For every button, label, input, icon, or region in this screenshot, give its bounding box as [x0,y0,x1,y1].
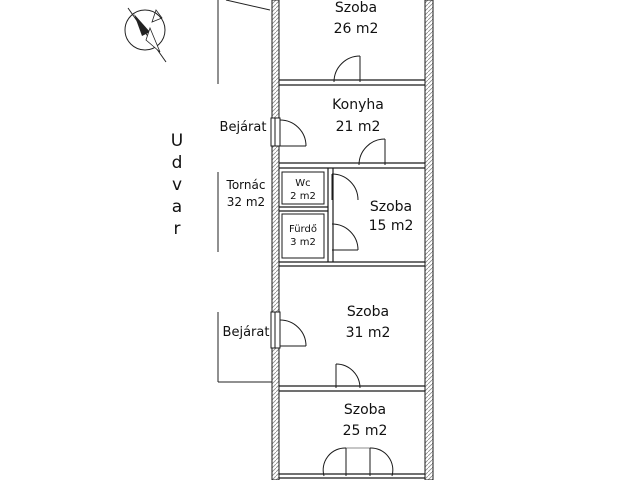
yard-letter: U [171,131,183,151]
room-labels: Szoba 26 m2 Konyha 21 m2 Szoba 15 m2 Szo… [226,0,414,439]
door-icon [331,223,359,251]
room-area: 25 m2 [343,423,388,439]
entrance-openings [270,117,281,349]
entrance-label: Bejárat [220,120,267,135]
yard-letter: v [172,175,182,195]
room-area: 3 m2 [290,237,316,248]
yard-boundary [217,0,272,383]
north-arrow-icon [124,7,167,63]
yard-letter: a [172,197,182,217]
room-area: 26 m2 [334,21,379,37]
interior-walls [279,79,425,479]
door-icon [331,173,359,201]
room-area: 21 m2 [336,119,381,135]
doors [279,55,394,477]
door-icon [279,119,307,147]
room-name: Szoba [370,199,412,215]
yard-letter: r [174,219,181,239]
yard-letter: d [172,153,183,173]
door-icon [358,138,386,166]
room-name: Szoba [335,0,377,16]
room-area: 15 m2 [369,218,414,234]
room-area: 2 m2 [290,191,316,202]
room-name: Wc [295,178,310,189]
door-icon [322,447,394,477]
outer-walls [271,0,434,480]
room-name: Fürdő [289,223,317,235]
room-name: Szoba [347,304,389,320]
room-area: 31 m2 [346,325,391,341]
door-icon [335,363,361,389]
room-name: Tornác [226,178,266,192]
room-name: Szoba [344,402,386,418]
door-icon [333,55,361,83]
door-icon [279,319,307,347]
entrance-label: Bejárat [223,325,270,340]
room-area: 32 m2 [227,195,265,209]
room-name: Konyha [332,97,384,113]
